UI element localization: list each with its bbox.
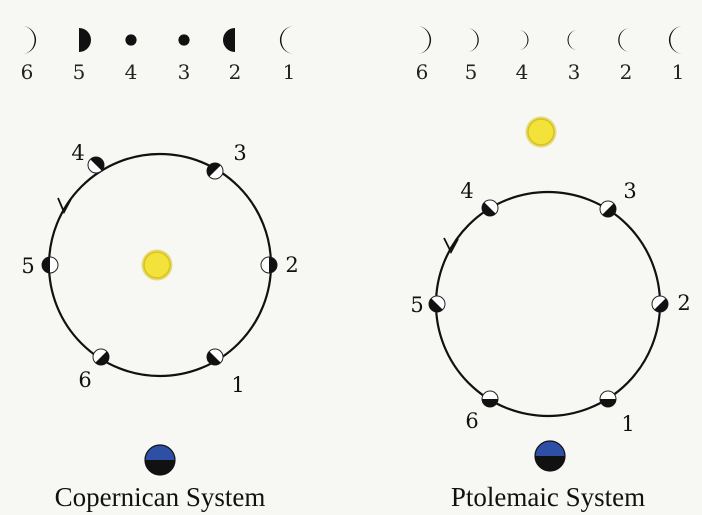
phase-item: 6 — [416, 26, 432, 84]
position-label: 4 — [71, 141, 84, 165]
phase-label: 3 — [568, 60, 581, 84]
phase-label: 4 — [125, 60, 138, 84]
phase-item: 6 — [21, 26, 37, 84]
position-label: 1 — [231, 373, 244, 397]
waxing-half-icon — [223, 28, 235, 52]
planet-marker — [481, 390, 499, 408]
phase-item: 1 — [279, 26, 296, 84]
phase-item: 4 — [516, 30, 529, 84]
waning-crescent-icon — [518, 30, 529, 50]
waning-crescent-icon — [22, 26, 37, 54]
position-item: 2 — [651, 291, 691, 315]
phase-item: 5 — [465, 28, 479, 84]
position-item: 5 — [21, 254, 59, 278]
copernican-positions: 1 2 3 4 5 6 — [21, 141, 298, 397]
position-label: 5 — [410, 293, 423, 317]
waxing-crescent-icon — [668, 26, 683, 54]
position-item: 1 — [599, 390, 635, 436]
planet-marker — [428, 295, 446, 313]
position-item: 2 — [260, 253, 299, 277]
waning-crescent-icon — [466, 28, 479, 52]
position-item: 6 — [78, 348, 110, 392]
waxing-crescent-icon — [279, 26, 294, 54]
phase-item: 2 — [223, 28, 241, 84]
waxing-crescent-icon — [567, 30, 578, 50]
position-item: 3 — [206, 141, 247, 180]
planet-marker — [206, 348, 224, 366]
ptolemaic-title: Ptolemaic System — [451, 482, 645, 512]
phase-label: 1 — [283, 60, 296, 84]
position-item: 3 — [599, 179, 637, 218]
sun-icon — [525, 116, 557, 148]
phase-item: 3 — [567, 30, 581, 84]
planet-marker — [599, 390, 617, 408]
earth-icon — [534, 440, 566, 472]
position-label: 5 — [21, 254, 34, 278]
planet-marker — [87, 156, 105, 174]
position-label: 6 — [78, 368, 91, 392]
earth-icon — [144, 444, 176, 476]
orbit-direction-arrow-icon — [443, 237, 459, 254]
phase-label: 3 — [178, 60, 191, 84]
position-item: 1 — [206, 348, 245, 397]
position-item: 4 — [460, 179, 499, 217]
position-label: 2 — [677, 291, 690, 315]
phase-label: 2 — [620, 60, 633, 84]
phase-label: 5 — [465, 60, 478, 84]
ptolemaic-panel: 6 5 4 3 2 1 1 2 3 4 5 6 Ptolemaic System — [410, 26, 691, 512]
phase-item: 4 — [125, 34, 138, 84]
position-label: 2 — [285, 253, 298, 277]
copernican-panel: 6 5 4 3 2 1 1 2 3 4 5 6 Copernican System — [21, 26, 299, 512]
planet-marker — [481, 199, 499, 217]
phase-label: 1 — [672, 60, 685, 84]
planet-marker — [41, 256, 59, 274]
copernican-phase-row: 6 5 4 3 2 1 — [21, 26, 296, 84]
planet-marker — [260, 256, 278, 274]
full-disc-icon — [178, 34, 190, 46]
waning-crescent-icon — [417, 26, 432, 54]
phase-item: 5 — [73, 28, 91, 84]
ptolemaic-positions: 1 2 3 4 5 6 — [410, 179, 690, 436]
phase-label: 4 — [516, 60, 529, 84]
ptolemaic-phase-row: 6 5 4 3 2 1 — [416, 26, 685, 84]
phase-item: 3 — [178, 34, 191, 84]
position-label: 1 — [621, 412, 634, 436]
planet-marker — [651, 295, 669, 313]
phase-item: 2 — [618, 28, 632, 84]
planet-marker — [92, 348, 110, 366]
waxing-crescent-icon — [618, 28, 631, 52]
planet-marker — [599, 200, 617, 218]
position-label: 3 — [623, 179, 636, 203]
planet-marker — [206, 162, 224, 180]
full-disc-icon — [125, 34, 137, 46]
phase-label: 2 — [229, 60, 242, 84]
position-item: 5 — [410, 293, 446, 317]
position-label: 3 — [233, 141, 246, 165]
position-item: 6 — [465, 390, 499, 433]
phase-label: 6 — [416, 60, 429, 84]
position-label: 4 — [460, 179, 473, 203]
ptolemaic-orbit-group: 1 2 3 4 5 6 — [410, 179, 690, 436]
phase-label: 5 — [73, 60, 86, 84]
copernican-title: Copernican System — [55, 482, 266, 512]
copernican-orbit-group: 1 2 3 4 5 6 — [21, 141, 298, 397]
position-label: 6 — [465, 409, 478, 433]
position-item: 4 — [71, 141, 105, 174]
ptolemaic-epicycle — [434, 190, 662, 418]
sun-icon — [141, 249, 173, 281]
waning-half-icon — [79, 28, 91, 52]
phase-item: 1 — [668, 26, 685, 84]
orbit-direction-arrow-icon — [57, 197, 72, 215]
phase-label: 6 — [21, 60, 34, 84]
